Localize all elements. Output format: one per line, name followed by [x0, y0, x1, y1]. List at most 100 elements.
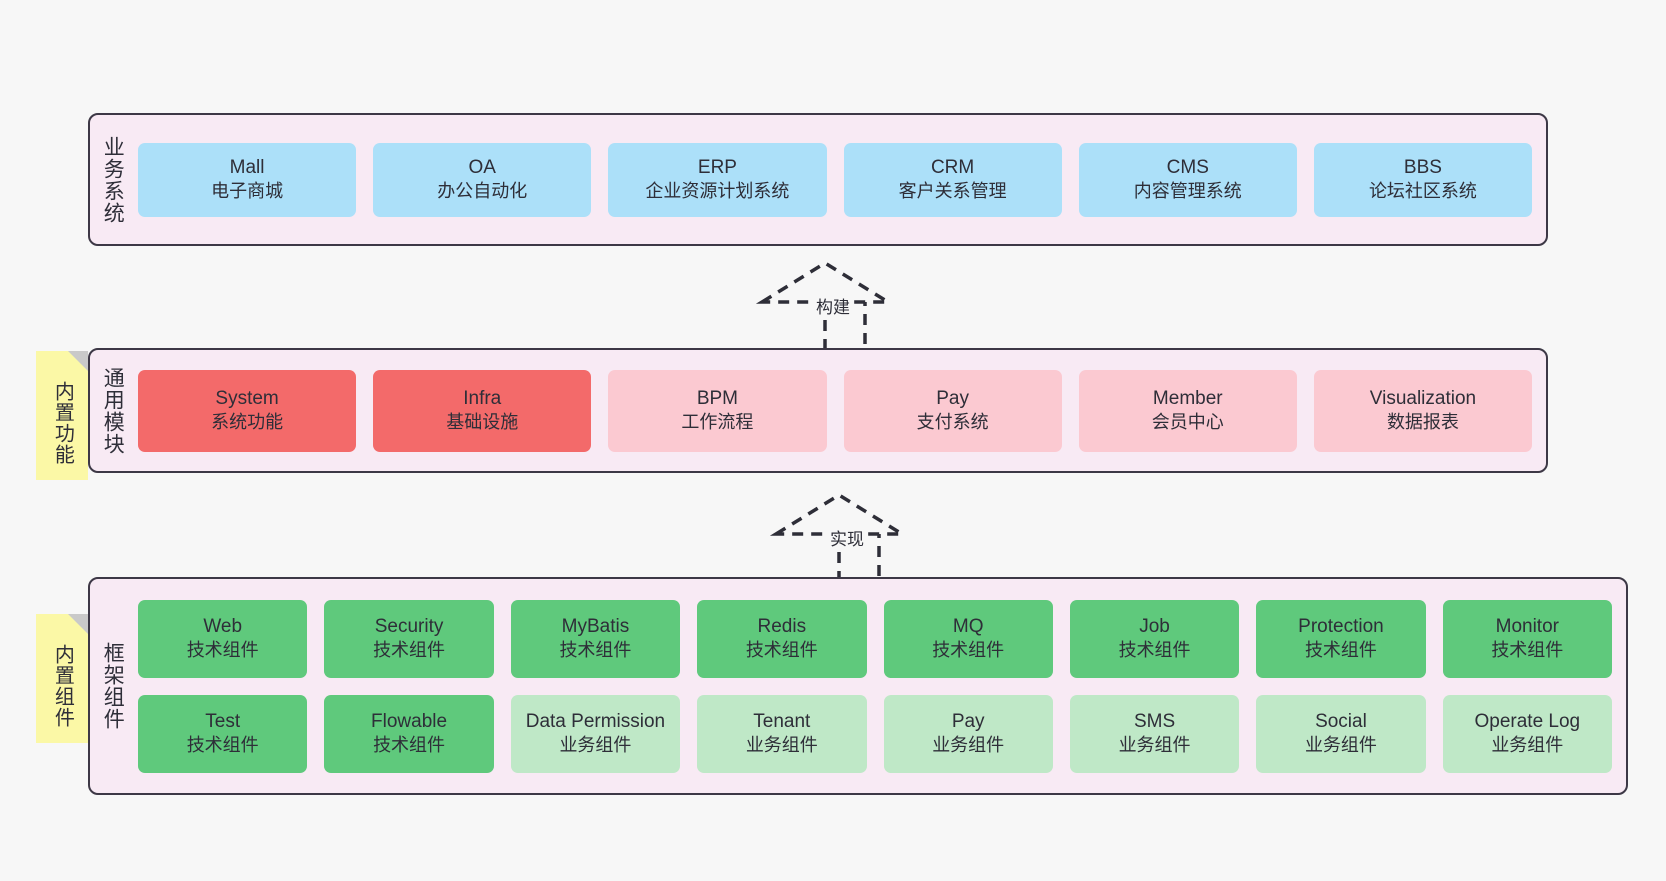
note-fold-corner-icon	[68, 351, 88, 371]
module-card-redis[interactable]: Redis 技术组件	[697, 599, 867, 678]
card-title-en: CRM	[930, 157, 975, 179]
card-title-cn: 业务组件	[1118, 735, 1191, 756]
layer-business-system: 业务系统 Mall 电子商城 OA 办公自动化 ERP 企业资源计划系统 CRM…	[88, 113, 1548, 246]
module-card-crm[interactable]: CRM 客户关系管理	[843, 142, 1062, 217]
card-title-en: Data Permission	[525, 711, 666, 733]
card-title-en: MQ	[952, 616, 984, 638]
card-title-en: Security	[374, 616, 444, 638]
connector-label-implement: 实现	[828, 525, 866, 550]
card-title-cn: 论坛社区系统	[1368, 181, 1477, 202]
card-title-en: Operate Log	[1474, 711, 1581, 733]
card-title-cn: 支付系统	[916, 412, 989, 433]
connector-label-build: 构建	[814, 293, 852, 318]
card-title-cn: 业务组件	[559, 735, 632, 756]
layer-title-business-system: 业务系统	[101, 135, 125, 224]
card-title-cn: 数据报表	[1386, 412, 1459, 433]
note-label: 内置功能	[51, 380, 74, 465]
card-title-en: Test	[205, 711, 241, 733]
note-builtin-function: 内置功能	[36, 351, 88, 480]
card-row: System 系统功能 Infra 基础设施 BPM 工作流程 Pay 支付系统…	[138, 369, 1533, 452]
card-title-en: System	[215, 388, 279, 410]
card-title-en: BPM	[696, 388, 739, 410]
card-title-cn: 业务组件	[1304, 735, 1377, 756]
layer-body-framework-component: Web 技术组件 Security 技术组件 MyBatis 技术组件 Redi…	[132, 579, 1626, 793]
module-card-flowable[interactable]: Flowable 技术组件	[324, 694, 494, 773]
card-title-cn: 基础设施	[446, 412, 519, 433]
card-title-cn: 电子商城	[211, 181, 284, 202]
module-card-security[interactable]: Security 技术组件	[324, 599, 494, 678]
card-title-cn: 技术组件	[373, 640, 446, 661]
card-title-cn: 技术组件	[373, 735, 446, 756]
card-title-cn: 客户关系管理	[898, 181, 1007, 202]
card-title-cn: 技术组件	[186, 640, 259, 661]
module-card-visualization[interactable]: Visualization 数据报表	[1313, 369, 1533, 452]
note-builtin-component: 内置组件	[36, 614, 88, 743]
card-title-cn: 内容管理系统	[1133, 181, 1242, 202]
module-card-pay-business[interactable]: Pay 业务组件	[883, 694, 1053, 773]
layer-framework-component: 框架组件 Web 技术组件 Security 技术组件 MyBatis 技术组件…	[88, 577, 1628, 795]
module-card-system[interactable]: System 系统功能	[138, 369, 357, 452]
module-card-web[interactable]: Web 技术组件	[138, 599, 308, 678]
module-card-mall[interactable]: Mall 电子商城	[138, 142, 357, 217]
module-card-job[interactable]: Job 技术组件	[1069, 599, 1240, 678]
layer-common-module: 通用模块 System 系统功能 Infra 基础设施 BPM 工作流程 Pay…	[88, 348, 1548, 473]
card-title-en: OA	[468, 157, 496, 179]
card-title-cn: 业务组件	[932, 735, 1005, 756]
card-row: Web 技术组件 Security 技术组件 MyBatis 技术组件 Redi…	[138, 599, 1612, 678]
card-title-cn: 业务组件	[745, 735, 818, 756]
card-title-cn: 企业资源计划系统	[645, 181, 790, 202]
card-title-en: MyBatis	[561, 616, 630, 638]
module-card-data-permission[interactable]: Data Permission 业务组件	[510, 694, 681, 773]
module-card-social[interactable]: Social 业务组件	[1256, 694, 1426, 773]
card-title-en: Social	[1315, 711, 1367, 733]
module-card-erp[interactable]: ERP 企业资源计划系统	[608, 142, 827, 217]
card-title-cn: 技术组件	[559, 640, 632, 661]
card-title-en: BBS	[1403, 157, 1442, 179]
card-title-cn: 业务组件	[1491, 735, 1564, 756]
card-title-cn: 工作流程	[681, 412, 754, 433]
connector-build: 构建	[752, 258, 912, 353]
card-title-en: Member	[1152, 388, 1223, 410]
card-title-cn: 系统功能	[211, 412, 284, 433]
module-card-mq[interactable]: MQ 技术组件	[883, 599, 1053, 678]
card-row: Test 技术组件 Flowable 技术组件 Data Permission …	[138, 694, 1612, 773]
card-title-en: Pay	[951, 711, 985, 733]
card-title-en: Redis	[757, 616, 807, 638]
module-card-bbs[interactable]: BBS 论坛社区系统	[1313, 142, 1533, 217]
module-card-oa[interactable]: OA 办公自动化	[373, 142, 592, 217]
note-label: 内置组件	[51, 643, 74, 728]
module-card-member[interactable]: Member 会员中心	[1078, 369, 1297, 452]
card-title-en: Pay	[936, 388, 969, 410]
card-title-cn: 技术组件	[745, 640, 818, 661]
card-title-cn: 会员中心	[1151, 412, 1224, 433]
card-title-en: Protection	[1298, 616, 1384, 638]
card-title-en: ERP	[697, 157, 737, 179]
card-title-en: Infra	[463, 388, 502, 410]
layer-body-business-system: Mall 电子商城 OA 办公自动化 ERP 企业资源计划系统 CRM 客户关系…	[132, 115, 1546, 244]
connector-implement: 实现	[766, 490, 926, 585]
module-card-test[interactable]: Test 技术组件	[138, 694, 308, 773]
card-title-en: SMS	[1133, 711, 1176, 733]
module-card-protection[interactable]: Protection 技术组件	[1256, 599, 1426, 678]
module-card-operate-log[interactable]: Operate Log 业务组件	[1442, 694, 1612, 773]
card-title-cn: 办公自动化	[437, 181, 528, 202]
card-title-en: Visualization	[1369, 388, 1477, 410]
card-title-en: Flowable	[371, 711, 448, 733]
module-card-tenant[interactable]: Tenant 业务组件	[697, 694, 867, 773]
card-title-en: Mall	[229, 157, 265, 179]
module-card-bpm[interactable]: BPM 工作流程	[608, 369, 827, 452]
card-title-cn: 技术组件	[186, 735, 259, 756]
note-fold-corner-icon	[68, 614, 88, 634]
module-card-cms[interactable]: CMS 内容管理系统	[1078, 142, 1297, 217]
module-card-sms[interactable]: SMS 业务组件	[1069, 694, 1240, 773]
card-title-en: Tenant	[753, 711, 811, 733]
module-card-mybatis[interactable]: MyBatis 技术组件	[510, 599, 681, 678]
module-card-pay[interactable]: Pay 支付系统	[843, 369, 1062, 452]
layer-title-framework-component: 框架组件	[101, 642, 125, 730]
card-title-en: CMS	[1166, 157, 1209, 179]
card-row: Mall 电子商城 OA 办公自动化 ERP 企业资源计划系统 CRM 客户关系…	[138, 142, 1533, 217]
module-card-monitor[interactable]: Monitor 技术组件	[1442, 599, 1612, 678]
card-title-cn: 技术组件	[1118, 640, 1191, 661]
module-card-infra[interactable]: Infra 基础设施	[373, 369, 592, 452]
